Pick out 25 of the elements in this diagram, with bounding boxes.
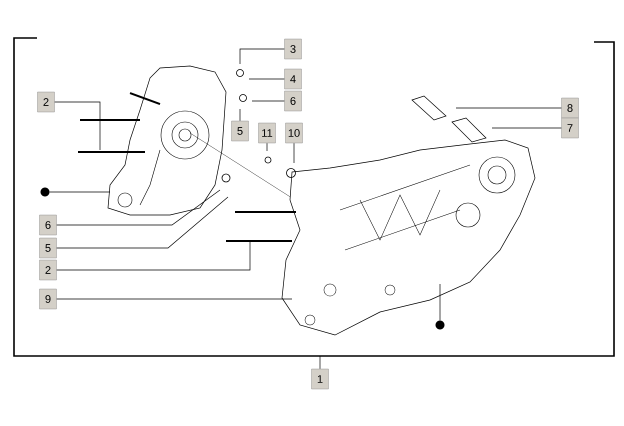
leader-line (56, 242, 250, 270)
callout-number: 6 (39, 214, 57, 236)
dot-marker (436, 320, 444, 330)
leader-line (56, 298, 292, 300)
callout-number: 1 (311, 368, 329, 390)
callout-number: 5 (39, 238, 57, 258)
leader-line (56, 196, 228, 248)
callout-number: 11 (258, 122, 276, 144)
leader-line (56, 190, 220, 226)
leader-line (252, 100, 285, 102)
callout-number: 6 (284, 90, 302, 112)
callout-number: 2 (39, 260, 57, 280)
leader-line (266, 142, 268, 152)
leader-line (248, 78, 285, 80)
callout-number: 5 (231, 120, 249, 142)
callout-number: 2 (37, 92, 55, 112)
callout-number: 9 (39, 288, 57, 310)
callout-number: 7 (561, 118, 579, 138)
leader-line (240, 48, 285, 64)
callout-number: 8 (561, 98, 579, 118)
dot-marker (40, 188, 50, 196)
callout-number: 4 (284, 68, 302, 90)
callout-number: 10 (285, 122, 303, 144)
leader-line (54, 102, 100, 150)
callout-number: 3 (284, 38, 302, 60)
